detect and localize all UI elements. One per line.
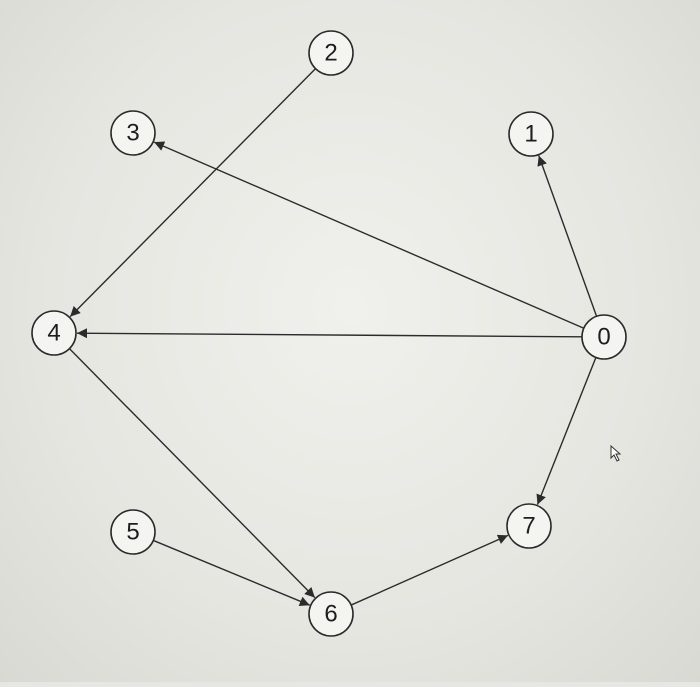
edge-2-to-4	[69, 68, 317, 318]
node-circle	[308, 591, 354, 637]
node-label: 5	[126, 518, 139, 545]
edge-0-to-3	[153, 141, 585, 329]
node-circle	[110, 110, 156, 156]
node-3: 3	[110, 110, 156, 156]
node-4: 4	[31, 310, 77, 356]
edge-0-to-4	[76, 328, 583, 339]
edge-0-to-1	[537, 155, 598, 317]
mouse-pointer-icon	[610, 444, 622, 462]
node-7: 7	[506, 503, 552, 549]
edge-4-to-6	[68, 348, 316, 599]
node-label: 0	[597, 323, 610, 350]
node-label: 1	[524, 120, 537, 147]
edge-6-to-7	[350, 534, 509, 606]
node-circle	[581, 314, 627, 360]
node-label: 7	[522, 512, 535, 539]
edge-5-to-6	[153, 539, 311, 606]
node-2: 2	[308, 30, 354, 76]
node-label: 4	[47, 319, 60, 346]
node-circle	[506, 503, 552, 549]
edge-0-to-7	[536, 357, 597, 505]
edges-layer	[68, 68, 598, 606]
node-circle	[308, 30, 354, 76]
node-circle	[110, 509, 156, 555]
node-6: 6	[308, 591, 354, 637]
node-1: 1	[508, 111, 554, 157]
nodes-layer: 0 1 2 3 4 5 6 7	[31, 30, 627, 637]
node-circle	[508, 111, 554, 157]
node-label: 3	[126, 119, 139, 146]
node-5: 5	[110, 509, 156, 555]
node-label: 6	[324, 600, 337, 627]
node-circle	[31, 310, 77, 356]
node-label: 2	[324, 39, 337, 66]
node-0: 0	[581, 314, 627, 360]
